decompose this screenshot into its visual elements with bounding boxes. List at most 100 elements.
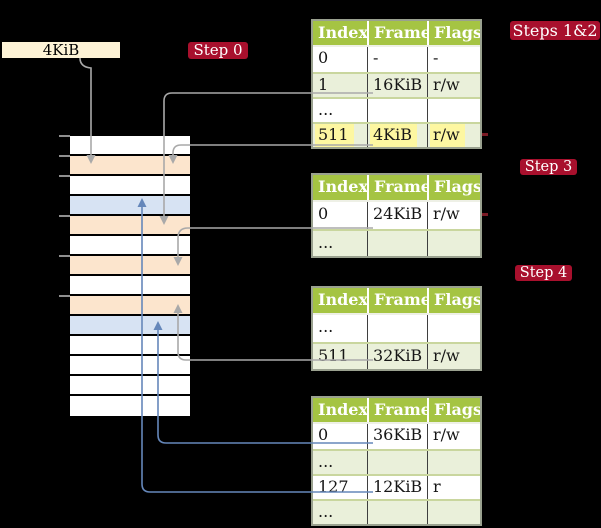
column-header-flags: Flags [427, 398, 480, 422]
cell-value: 36KiB [373, 425, 423, 444]
memory-row-10-mapped-page [70, 316, 190, 336]
badge-step-3: Step 3 [520, 159, 577, 175]
page-table-cell: r/w [427, 202, 480, 229]
column-header-flags: Flags [427, 21, 480, 45]
active-row-dash-t2 [482, 213, 488, 216]
column-header-flags: Flags [427, 288, 480, 313]
memory-row-11-plain [70, 336, 190, 356]
column-header-index: Index [318, 290, 367, 309]
page-table-row-511: 511 32KiB r/w [313, 342, 480, 369]
page-table-row-...: ... [313, 97, 480, 122]
page-table-cell: 511 [313, 344, 367, 369]
page-table-cell: r/w [427, 124, 480, 147]
page-table-cell: ... [313, 231, 367, 256]
active-row-dash-t1 [482, 133, 488, 136]
cell-value: ... [318, 502, 334, 521]
memory-tick [59, 215, 70, 217]
page-table-cell: - [367, 47, 427, 72]
badge-step-4: Step 4 [515, 265, 572, 281]
highlighted-cell-value: 4KiB [370, 124, 418, 147]
page-table-cell: r/w [427, 344, 480, 369]
highlighted-cell-value: r/w [430, 124, 465, 147]
page-table-cell: 32KiB [367, 344, 427, 369]
memory-tick [59, 135, 70, 137]
memory-row-1-plain [70, 136, 190, 156]
cell-value: ... [318, 317, 334, 336]
page-table-cell [427, 315, 480, 342]
cell-value: 32KiB [373, 346, 423, 365]
cell-value: 0 [318, 48, 329, 67]
memory-row-13-plain [70, 376, 190, 396]
cell-value: r/w [433, 75, 460, 94]
column-header-index: Index [318, 177, 367, 196]
cell-value: r/w [433, 425, 460, 444]
page-table-cell: 24KiB [367, 202, 427, 229]
page-table-cell [367, 231, 427, 256]
cell-value: r [433, 477, 441, 496]
page-table-cell [427, 501, 480, 524]
page-table-cell: 0 [313, 202, 367, 229]
cell-value: 127 [318, 477, 349, 496]
page-table-cell: - [427, 47, 480, 72]
cell-value: r/w [433, 346, 460, 365]
page-table-cell [367, 315, 427, 342]
memory-row-2-page-table-frame [70, 156, 190, 176]
memory-row-3-plain [70, 176, 190, 196]
root-pointer-label: 4KiB [42, 41, 80, 59]
page-table-cell: ... [313, 315, 367, 342]
physical-memory-column [70, 136, 190, 416]
memory-row-9-page-table-frame [70, 296, 190, 316]
memory-tick [59, 295, 70, 297]
memory-row-8-plain [70, 276, 190, 296]
page-table-cell: 0 [313, 424, 367, 449]
memory-row-12-plain [70, 356, 190, 376]
memory-row-5-page-table-frame [70, 216, 190, 236]
memory-row-4-mapped-page [70, 196, 190, 216]
page-table-cell [367, 99, 427, 122]
page-table-cell: r/w [427, 74, 480, 97]
column-header-index: Index [318, 23, 367, 42]
page-table-row-...: ... [313, 499, 480, 524]
page-table-cell: 1 [313, 74, 367, 97]
memory-tick [59, 155, 70, 157]
cell-value: - [373, 48, 379, 67]
cell-value: 24KiB [373, 204, 423, 223]
page-table-cell [427, 99, 480, 122]
cell-value: ... [318, 233, 334, 252]
page-table-row-...: ... [313, 449, 480, 474]
column-header-index: Index [318, 400, 367, 419]
page-table-cell: 4KiB [367, 124, 427, 147]
column-header-flags: Flags [427, 175, 480, 200]
page-table-row-...: ... [313, 315, 480, 342]
cell-value: ... [318, 100, 334, 119]
column-header-frame: Frame [367, 288, 427, 313]
cell-value: 0 [318, 204, 329, 223]
column-header-frame: Frame [367, 21, 427, 45]
page-table-cell [427, 451, 480, 474]
highlighted-cell-value: 511 [315, 124, 354, 147]
page-table-cell: 127 [313, 476, 367, 499]
cell-value: ... [318, 452, 334, 471]
badge-steps-1-2: Steps 1&2 [510, 21, 600, 40]
page-table-row-511: 511 4KiB r/w [313, 122, 480, 147]
cell-value: 511 [318, 346, 349, 365]
memory-row-7-page-table-frame [70, 256, 190, 276]
page-table-cell: 511 [313, 124, 367, 147]
page-table-cell: ... [313, 451, 367, 474]
cell-value: 12KiB [373, 477, 423, 496]
page-table-row-0: 0 - - [313, 47, 480, 72]
page-table-row-...: ... [313, 229, 480, 256]
memory-tick [59, 255, 70, 257]
page-table-cell: r/w [427, 424, 480, 449]
page-table-cell: ... [313, 501, 367, 524]
page-table-cell: 0 [313, 47, 367, 72]
